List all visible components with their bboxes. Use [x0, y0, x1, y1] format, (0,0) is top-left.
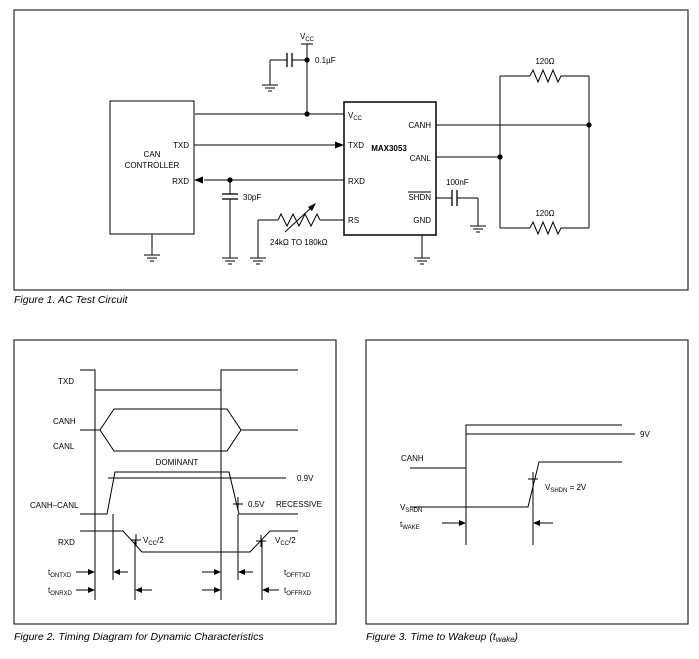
- figure-1-caption: Figure 1. AC Test Circuit: [14, 294, 129, 306]
- timing-reference-lines: [94, 390, 263, 600]
- figure-2-timing-diagram: TXD CANH CANL CANH–CANL RXD DOMINANT 0.9…: [13, 339, 337, 625]
- figure-3-wakeup: CANH 9V VSHDN = 2V VSHDN tWAKE: [365, 339, 689, 625]
- fig2-label-canh-canl: CANH–CANL: [30, 501, 79, 510]
- recessive-label: RECESSIVE: [276, 500, 322, 509]
- resistor-top-label: 120Ω: [535, 57, 554, 66]
- resistor-bottom-label: 120Ω: [535, 209, 554, 218]
- t-offrxd-label: tOFFRXD: [284, 586, 312, 597]
- level-0p9v-label: 0.9V: [297, 474, 314, 483]
- chip-ground-symbol: [414, 235, 430, 265]
- termination-resistor-bottom: [500, 220, 589, 236]
- timing-arrows: [76, 569, 279, 593]
- rxd-load-capacitor: [222, 180, 238, 265]
- figure-2-frame: [13, 339, 337, 625]
- differential-waveform: [80, 471, 298, 515]
- chip-pin-vcc: VCC: [348, 111, 363, 122]
- figure-1-ac-test-circuit: CAN CONTROLLER TXD RXD MAX3053 VCC TXD R…: [13, 9, 689, 291]
- controller-title-line1: CAN: [144, 150, 161, 159]
- figure-2-caption: Figure 2. Timing Diagram for Dynamic Cha…: [14, 631, 264, 643]
- vcc-half-right-label: VCC/2: [275, 536, 296, 547]
- fig2-label-rxd: RXD: [58, 538, 75, 547]
- chip-name: MAX3053: [371, 144, 407, 153]
- fig2-label-canl: CANL: [53, 442, 75, 451]
- fig3-label-vshdn: VSHDN: [400, 503, 422, 514]
- rs-potentiometer: [250, 203, 344, 265]
- chip-pin-shdn: SHDN: [408, 193, 431, 202]
- shdn-cap-label: 100nF: [446, 178, 469, 187]
- rxd-waveform: [80, 530, 298, 553]
- fig3-shdn-waveform: [410, 461, 622, 508]
- shdn-capacitor: [436, 190, 486, 233]
- chip-pin-rs: RS: [348, 216, 359, 225]
- termination-resistor-top: [500, 68, 589, 84]
- vcc-supply-label: VCC: [300, 32, 315, 43]
- decoupling-capacitor: [262, 53, 307, 92]
- figure-3-frame: [365, 339, 689, 625]
- fig3-canh-waveform: [410, 424, 622, 469]
- t-onrxd-label: tONRXD: [48, 586, 73, 597]
- t-ontxd-label: tONTXD: [48, 568, 72, 579]
- vcc-half-left-label: VCC/2: [143, 536, 164, 547]
- figure-3-caption: Figure 3. Time to Wakeup (twake): [366, 631, 518, 644]
- controller-rxd-label: RXD: [172, 177, 189, 186]
- fig3-9v-label: 9V: [640, 430, 650, 439]
- controller-title-line2: CONTROLLER: [125, 161, 180, 170]
- txd-waveform: [80, 369, 298, 391]
- chip-pin-canl: CANL: [410, 154, 432, 163]
- controller-ground-symbol: [144, 234, 160, 262]
- figure-1-frame: [13, 9, 689, 291]
- pot-range-label: 24kΩ TO 180kΩ: [270, 238, 328, 247]
- controller-txd-label: TXD: [173, 141, 189, 150]
- fig3-label-canh: CANH: [401, 454, 424, 463]
- fig3-vshdn-threshold-label: VSHDN = 2V: [545, 483, 587, 494]
- chip-pin-rxd: RXD: [348, 177, 365, 186]
- t-offtxd-label: tOFFTXD: [284, 568, 311, 579]
- max3053-chip-box: [343, 101, 437, 236]
- fig3-label-twake: tWAKE: [400, 520, 420, 531]
- chip-pin-gnd: GND: [413, 216, 431, 225]
- rxd-cap-label: 30pF: [243, 193, 261, 202]
- chip-pin-canh: CANH: [408, 121, 431, 130]
- fig2-label-txd: TXD: [58, 377, 74, 386]
- can-bus-waveform: [80, 408, 298, 452]
- fig2-label-canh: CANH: [53, 417, 76, 426]
- level-0p5v-label: 0.5V: [248, 500, 265, 509]
- chip-pin-txd: TXD: [348, 141, 364, 150]
- can-controller-box: [109, 100, 195, 235]
- decoupling-cap-label: 0.1µF: [315, 56, 336, 65]
- dominant-label: DOMINANT: [156, 458, 199, 467]
